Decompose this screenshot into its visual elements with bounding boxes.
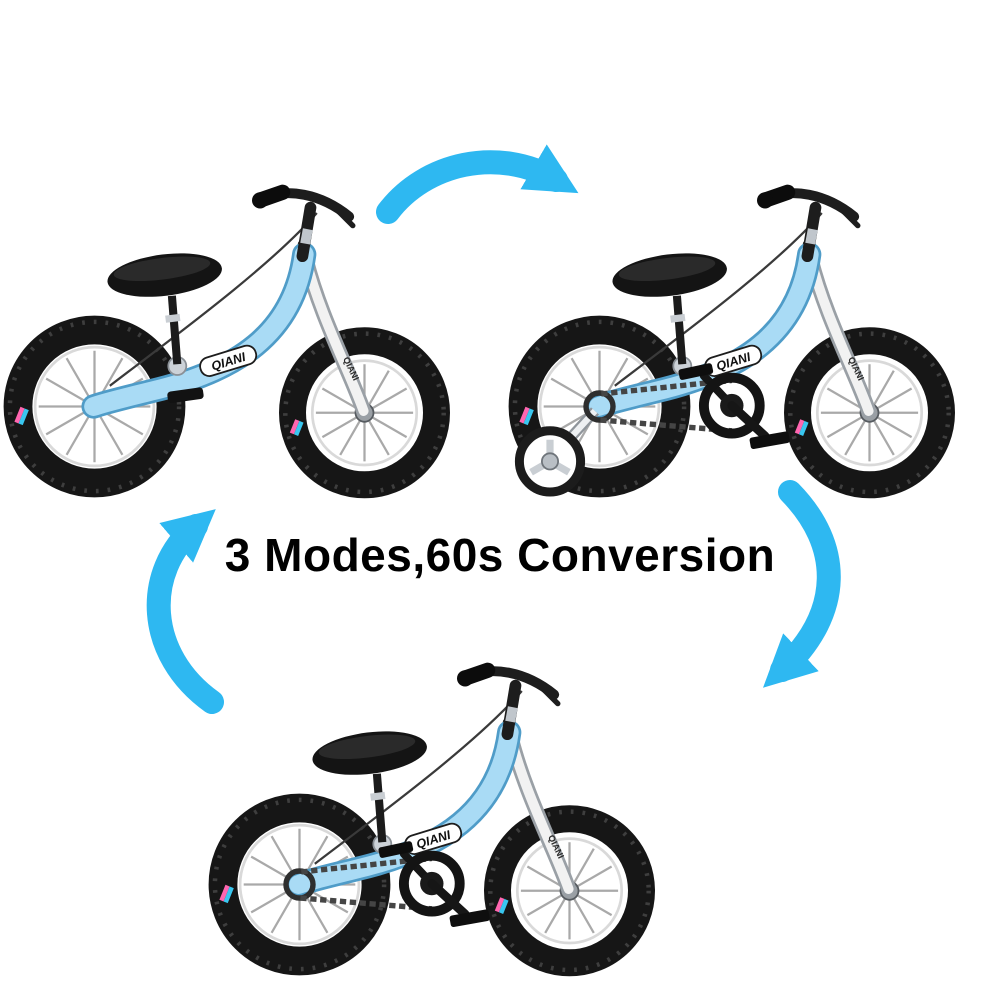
footrest-peg xyxy=(167,387,204,404)
bike-training-mode xyxy=(515,192,949,492)
bike-pedal-mode xyxy=(215,670,649,970)
conversion-arrow-top xyxy=(376,144,579,224)
conversion-arrow-right xyxy=(763,480,841,688)
conversion-arrow-left xyxy=(146,509,224,714)
bike-balance-mode xyxy=(10,192,444,492)
conversion-title: 3 Modes,60s Conversion xyxy=(224,529,776,581)
